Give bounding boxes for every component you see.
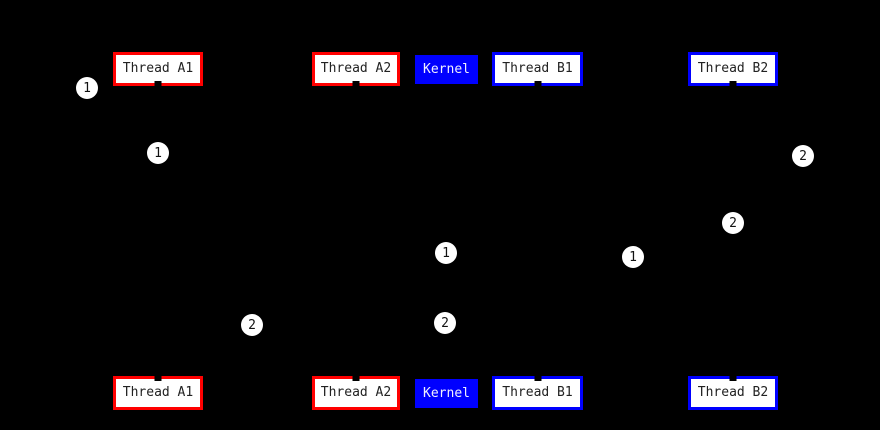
participant-box-kernel-top: Kernel [415, 55, 478, 84]
participant-box-kernel-bottom: Kernel [415, 379, 478, 408]
participant-label: Kernel [423, 385, 470, 401]
lifeline-stub-icon [729, 81, 737, 86]
sequence-number-label: 2 [799, 148, 807, 164]
lifeline-stub-icon [352, 81, 360, 86]
participant-label: Thread B1 [502, 385, 573, 400]
participant-box-thread-a2-bottom: Thread A2 [312, 376, 400, 410]
lifeline-stub-icon [729, 376, 737, 381]
participant-box-thread-a1-bottom: Thread A1 [113, 376, 203, 410]
lifeline-stub-icon [154, 376, 162, 381]
sequence-number-label: 1 [629, 249, 637, 265]
sequence-number-label: 1 [154, 145, 162, 161]
participant-box-thread-b1-top: Thread B1 [492, 52, 583, 86]
sequence-number-badge: 1 [622, 246, 644, 268]
participant-label: Thread A1 [122, 61, 194, 76]
sequence-number-badge: 2 [722, 212, 744, 234]
participant-box-thread-a1-top: Thread A1 [113, 52, 203, 86]
participant-box-thread-b2-top: Thread B2 [688, 52, 778, 86]
sequence-number-badge: 2 [241, 314, 263, 336]
sequence-number-label: 2 [729, 215, 737, 231]
participant-label: Thread B1 [502, 61, 573, 76]
sequence-number-badge: 1 [435, 242, 457, 264]
participant-box-thread-b2-bottom: Thread B2 [688, 376, 778, 410]
sequence-number-label: 1 [442, 245, 450, 261]
participant-box-thread-b1-bottom: Thread B1 [492, 376, 583, 410]
sequence-number-label: 2 [248, 317, 256, 333]
sequence-number-badge: 2 [434, 312, 456, 334]
lifeline-stub-icon [352, 376, 360, 381]
participant-label: Kernel [423, 61, 470, 77]
sequence-number-badge: 1 [76, 77, 98, 99]
lifeline-stub-icon [534, 376, 541, 381]
participant-label: Thread A1 [122, 385, 194, 400]
participant-box-thread-a2-top: Thread A2 [312, 52, 400, 86]
lifeline-stub-icon [534, 81, 541, 86]
participant-label: Thread A2 [320, 61, 392, 76]
sequence-number-label: 1 [83, 80, 91, 96]
participant-label: Thread B2 [697, 385, 769, 400]
lifeline-stub-icon [154, 81, 162, 86]
sequence-number-badge: 2 [792, 145, 814, 167]
sequence-number-badge: 1 [147, 142, 169, 164]
participant-label: Thread B2 [697, 61, 769, 76]
sequence-number-label: 2 [441, 315, 449, 331]
participant-label: Thread A2 [320, 385, 392, 400]
